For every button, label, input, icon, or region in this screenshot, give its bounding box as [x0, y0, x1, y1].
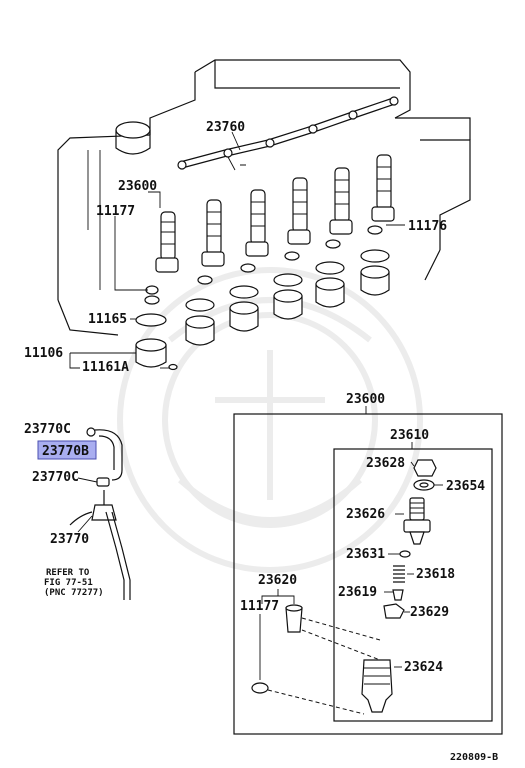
injector-cylinder-1	[144, 211, 179, 305]
label-23760: 23760	[206, 120, 245, 135]
label-23770: 23770	[50, 532, 89, 547]
label-23624: 23624	[404, 660, 443, 675]
label-23620: 23620	[258, 573, 297, 588]
gasket-kit-23620	[251, 589, 381, 715]
label-23770C-lower: 23770C	[32, 470, 79, 485]
highlight-box-23770B	[37, 440, 97, 460]
label-11165: 11165	[88, 312, 127, 327]
label-11161A: 11161A	[82, 360, 129, 375]
refer-line-2: FIG 77-51	[44, 578, 93, 588]
injector-cylinder-6	[360, 154, 395, 296]
assembly-box-23600	[233, 406, 503, 735]
seat-11165-and-holder-11106	[135, 313, 178, 371]
label-23626: 23626	[346, 507, 385, 522]
part-labels: 23760 23600 11177 11176 11165 11106 1116…	[24, 120, 498, 763]
label-23619: 23619	[338, 585, 377, 600]
label-11177-box: 11177	[240, 599, 279, 614]
label-11177-top: 11177	[96, 204, 135, 219]
label-23654: 23654	[446, 479, 485, 494]
label-23629: 23629	[410, 605, 449, 620]
injector-cylinder-5	[315, 167, 353, 308]
leader-lines-top	[69, 131, 405, 369]
label-11106: 11106	[24, 346, 63, 361]
injector-cylinder-4	[273, 177, 311, 320]
label-11176: 11176	[408, 219, 447, 234]
label-23628: 23628	[366, 456, 405, 471]
watermark-emblem	[117, 267, 423, 573]
engine-head-outline	[57, 59, 471, 336]
label-23600-box: 23600	[346, 392, 385, 407]
diagram-code: 220809-B	[450, 752, 498, 763]
label-23600-top: 23600	[118, 179, 157, 194]
injector-cylinder-2	[185, 199, 225, 346]
refer-line-1: REFER TO	[46, 568, 90, 578]
injection-pipe-23760	[177, 96, 399, 171]
label-23610: 23610	[390, 428, 429, 443]
label-23631: 23631	[346, 547, 385, 562]
label-23618: 23618	[416, 567, 455, 582]
refer-line-3: (PNC 77277)	[44, 588, 104, 598]
injector-cylinder-3	[229, 189, 269, 332]
return-hose-23770-group	[69, 427, 131, 600]
label-23770B: 23770B	[42, 444, 89, 459]
label-23770C-upper: 23770C	[24, 422, 71, 437]
nozzle-holder-parts	[361, 459, 443, 713]
